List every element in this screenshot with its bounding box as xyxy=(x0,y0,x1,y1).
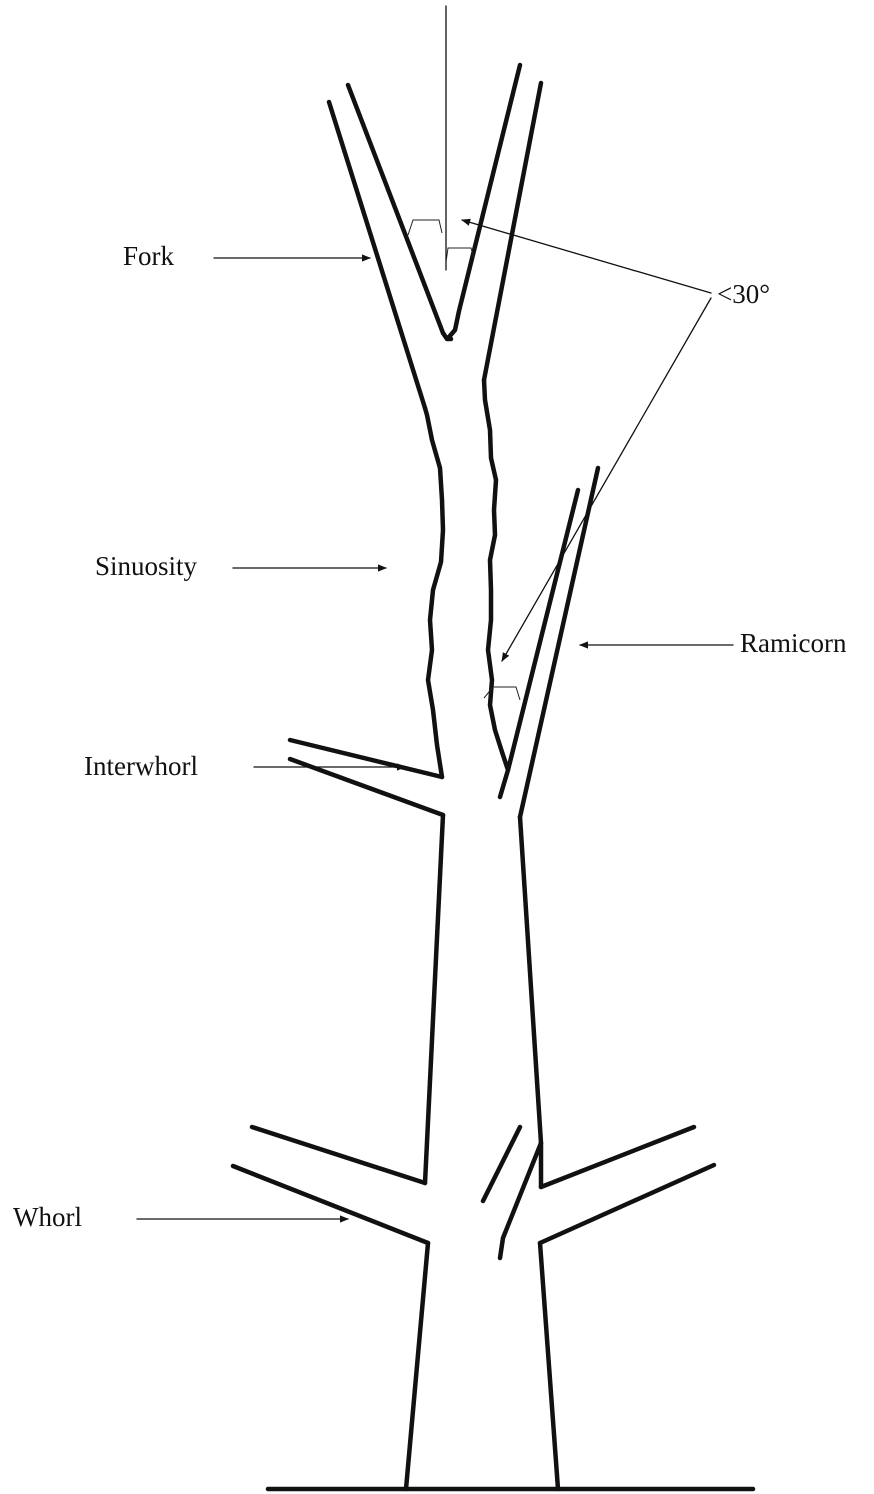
whorl-stub-branch xyxy=(483,1127,541,1258)
sinuous-trunk-left xyxy=(425,408,443,777)
interwhorl-label: Interwhorl xyxy=(84,751,198,781)
whorl-branch-left xyxy=(233,1127,428,1243)
upper-branch-left xyxy=(290,740,443,815)
fork-angle-bracket-left xyxy=(408,220,442,235)
trunk-base-right xyxy=(540,1243,558,1489)
trunk-base-left xyxy=(406,1243,428,1489)
whorl-label: Whorl xyxy=(13,1202,82,1232)
sinuosity-label: Sinuosity xyxy=(95,551,198,581)
whorl-branch-right xyxy=(540,1127,714,1243)
fork-stem-right xyxy=(449,65,541,380)
angle-label: <30° xyxy=(717,279,770,309)
fork-stem-left xyxy=(329,85,443,408)
angle-arrow-to-fork xyxy=(462,220,711,293)
fork-label: Fork xyxy=(123,241,175,271)
interwhorl-trunk-right xyxy=(520,817,541,1187)
ramicorn-label: Ramicorn xyxy=(740,628,847,658)
sinuous-trunk-right xyxy=(484,380,508,770)
angle-arrow-to-ramicorn xyxy=(502,298,711,661)
interwhorl-trunk-left xyxy=(425,815,443,1183)
